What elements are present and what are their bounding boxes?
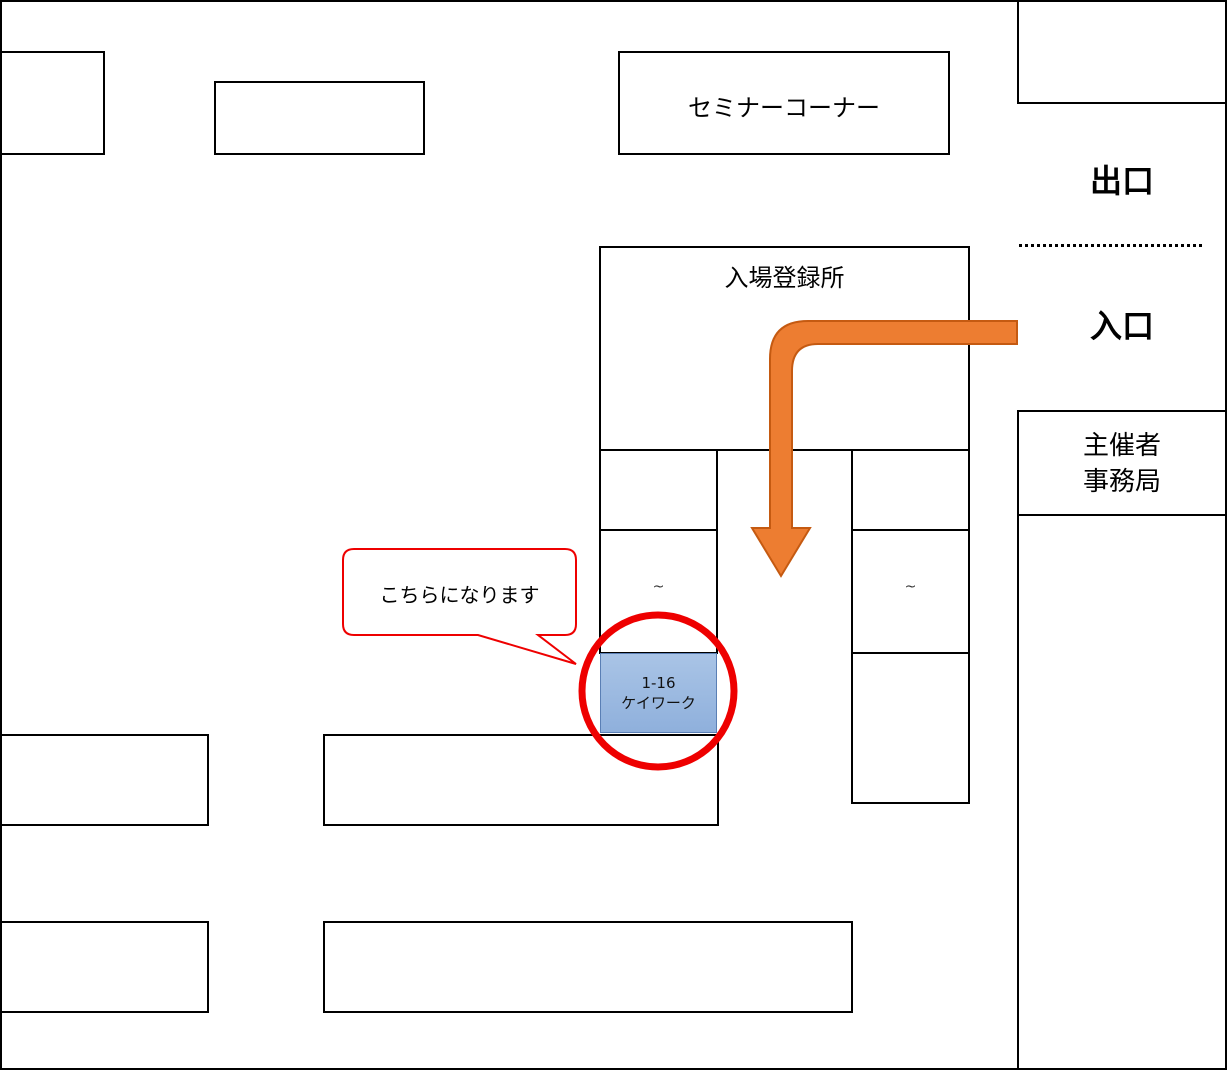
entrance-label: 入口 [1089,307,1154,345]
booth-right-col-2[interactable]: ~ [851,529,970,654]
exit-label: 出口 [1089,162,1154,200]
booth-lower-left-2[interactable] [0,921,209,1013]
booth-left-col-2[interactable]: ~ [599,529,718,654]
organizer-office-label-2: 事務局 [1082,467,1161,497]
callout-bubble [342,548,577,665]
booth-top-left-2[interactable] [214,81,425,155]
seminar-corner[interactable]: セミナーコーナー [618,51,950,155]
callout-text: こちらになります [379,583,540,607]
booth-lower-middle-1[interactable] [323,734,719,826]
booth-top-left-1[interactable] [0,51,105,155]
organizer-office[interactable]: 主催者 事務局 [1017,410,1227,516]
highlight-booth-number: 1-16 [641,674,676,692]
booth-lower-left-1[interactable] [0,734,209,826]
booth-left-col-2-mark: ~ [652,579,665,595]
exit-entrance-divider [1019,244,1202,247]
highlight-booth-1-16[interactable]: 1-16 ケイワーク [600,653,717,733]
right-bottom-block [1017,514,1227,1070]
booth-right-col-2-mark: ~ [904,579,917,595]
booth-right-col-3[interactable] [851,652,970,804]
booth-lower-middle-2[interactable] [323,921,853,1013]
seminar-corner-label: セミナーコーナー [688,94,880,122]
right-top-block [1017,0,1227,104]
registration-label: 入場登録所 [724,264,845,292]
booth-right-col-1[interactable] [851,449,970,531]
highlight-booth-name: ケイワーク [621,694,696,712]
organizer-office-label-1: 主催者 [1082,431,1161,461]
route-arrow-icon [750,320,1018,578]
highlight-circle-icon [578,611,738,771]
